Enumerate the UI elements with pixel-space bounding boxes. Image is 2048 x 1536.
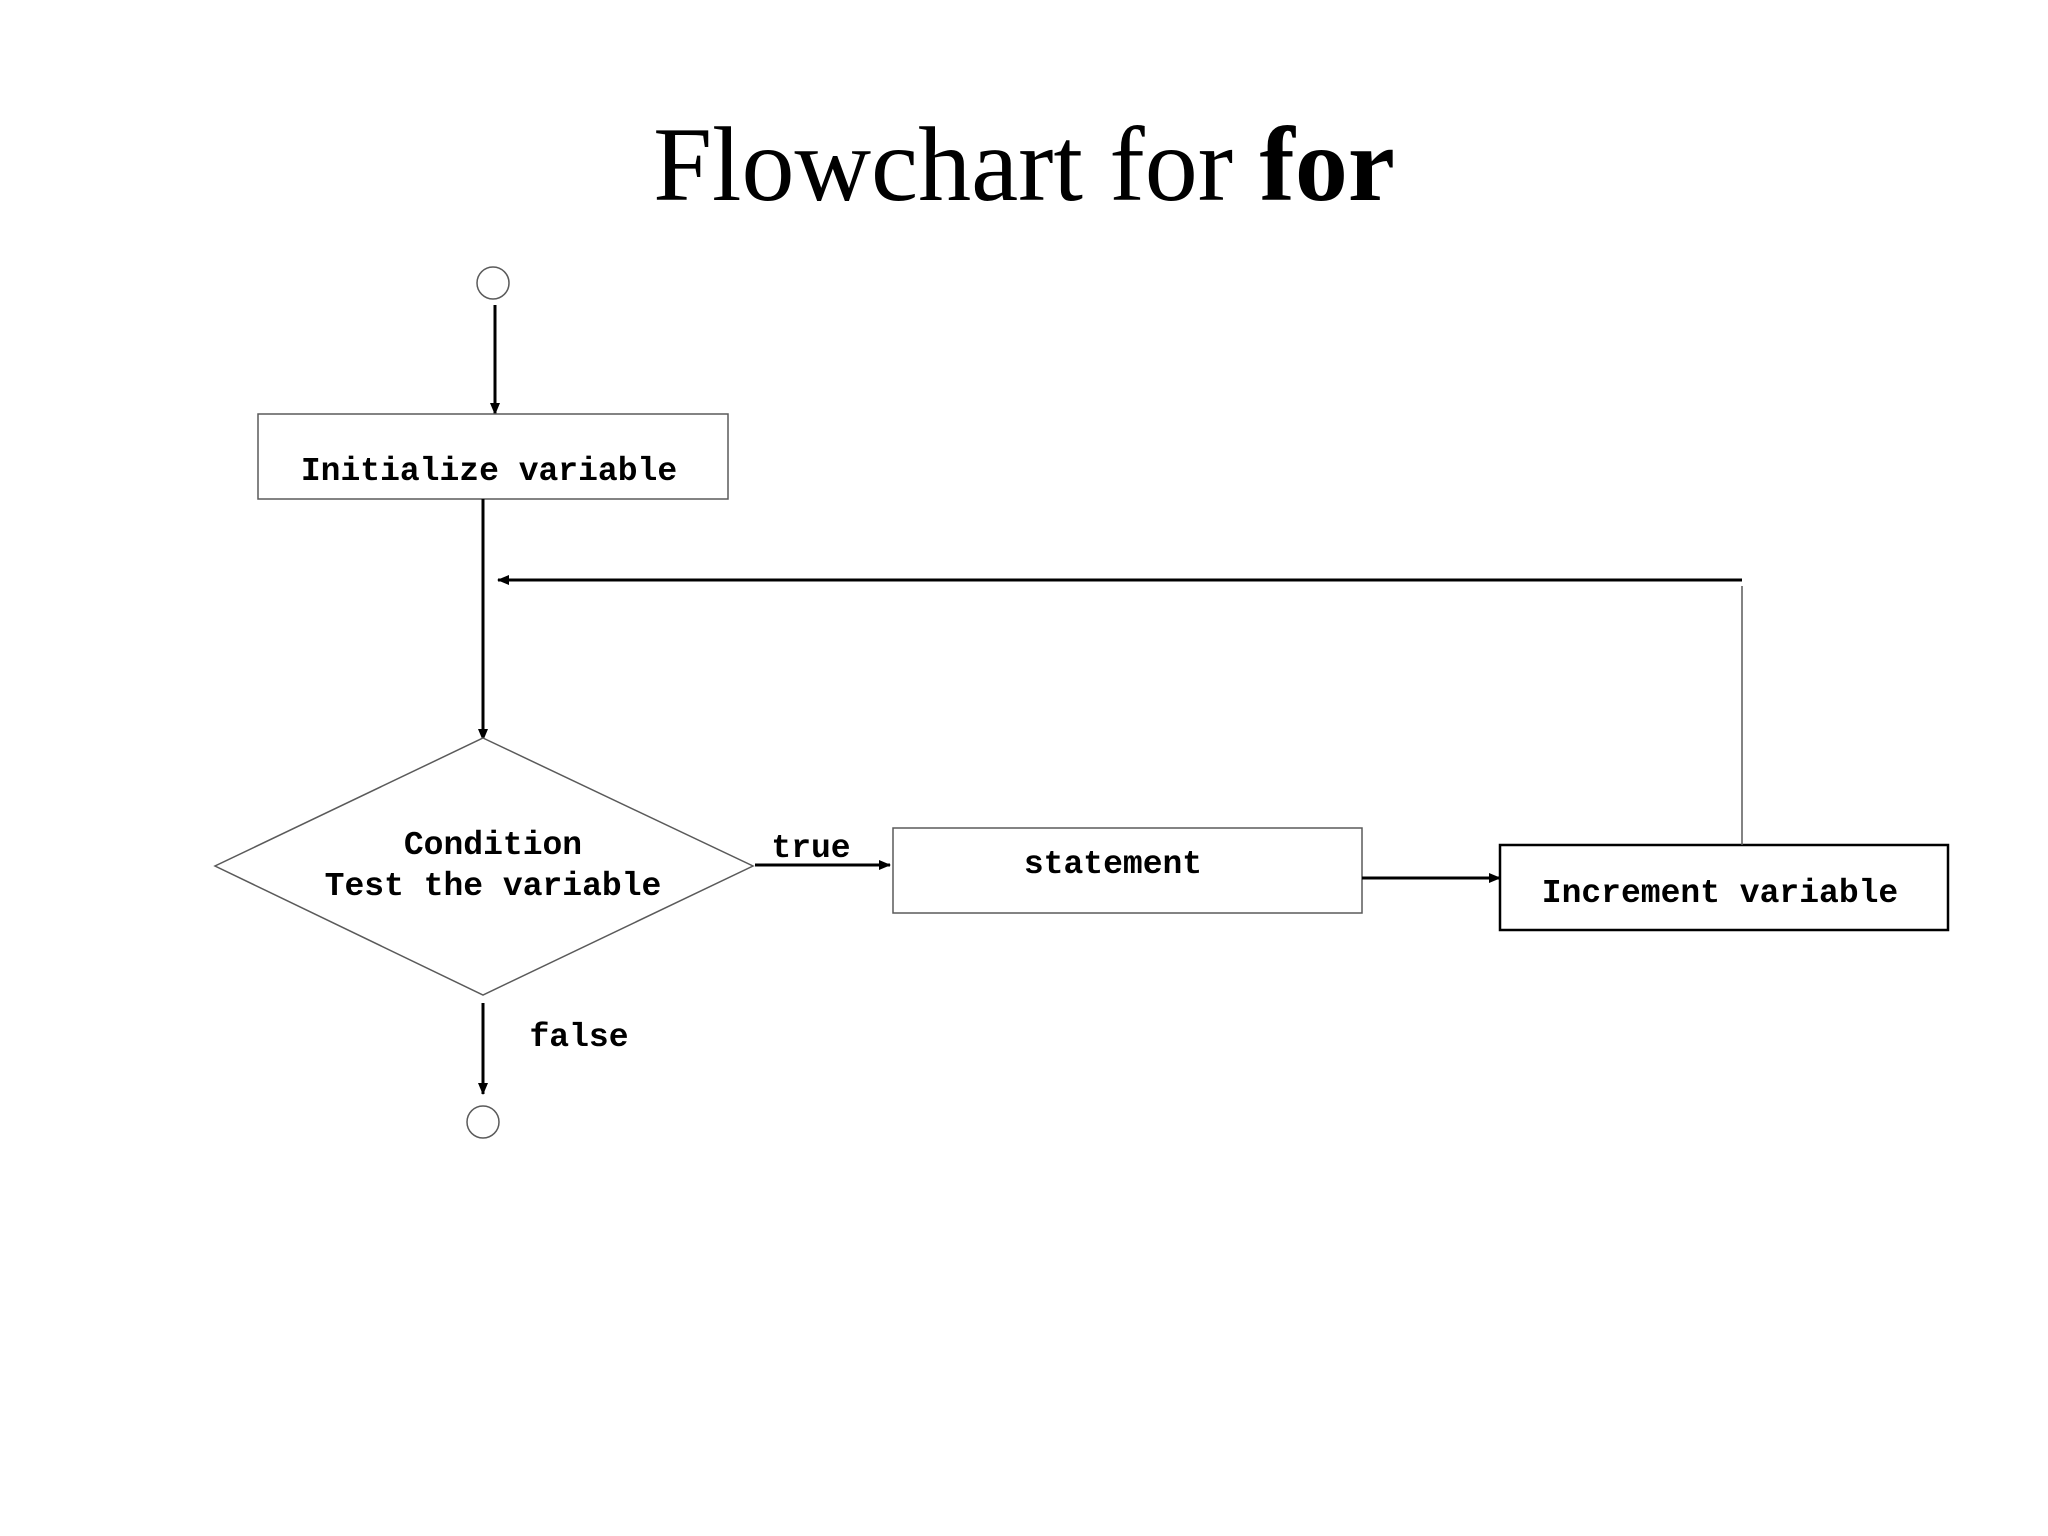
slide-title: Flowchart for for	[0, 105, 2048, 225]
true-edge-label: true	[771, 830, 850, 867]
start-terminal-circle	[476, 266, 510, 300]
condition-label: Condition	[404, 827, 582, 864]
statement-label: statement	[1024, 846, 1202, 883]
end-terminal-circle	[466, 1105, 500, 1139]
statement-box	[892, 827, 1363, 914]
increment-variable-label: Increment variable	[1542, 875, 1898, 912]
initialize-variable-label: Initialize variable	[301, 453, 677, 490]
initialize-variable-box	[257, 413, 729, 500]
false-edge-label: false	[529, 1019, 628, 1056]
title-regular-text: Flowchart for	[653, 106, 1260, 223]
title-bold-keyword: for	[1259, 106, 1395, 223]
increment-variable-box	[1498, 843, 1950, 932]
condition-test-label: Test the variable	[325, 868, 662, 905]
condition-decision-diamond	[213, 737, 755, 996]
